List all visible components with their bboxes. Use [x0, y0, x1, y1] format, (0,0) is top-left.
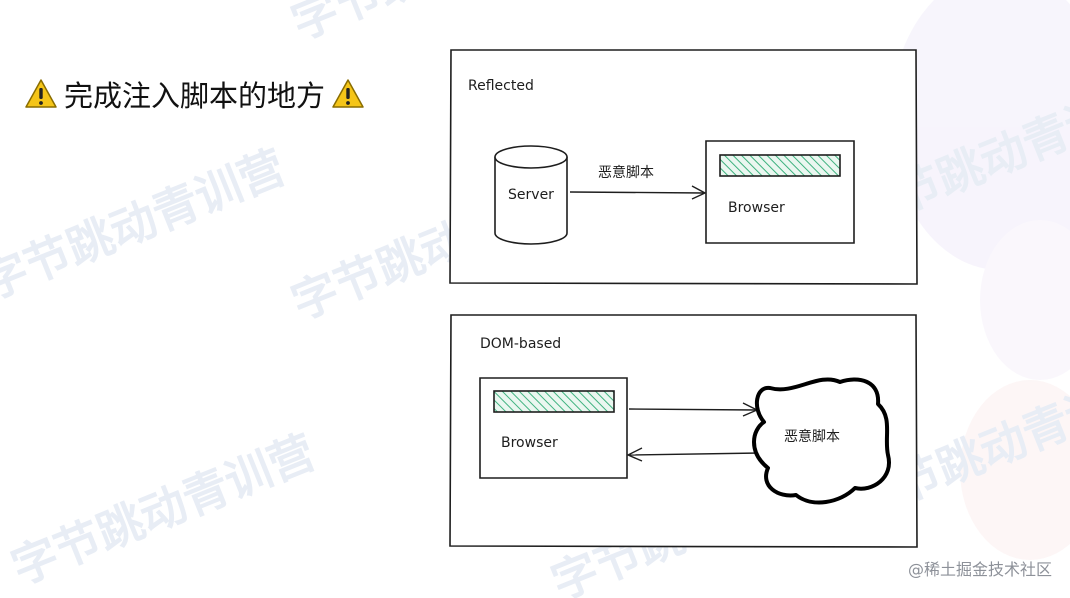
warning-icon	[25, 79, 57, 108]
server-label: Server	[508, 187, 554, 203]
watermark-text: 字节跳动青训营	[0, 140, 293, 311]
watermark-text: 字节跳动青训营	[284, 0, 603, 50]
dom-browser-label: Browser	[501, 435, 558, 451]
slide-title: 完成注入脚本的地方	[24, 74, 365, 114]
source-credit: @稀土掘金技术社区	[907, 560, 1052, 579]
reflected-panel: Reflected Server 恶意脚本 Browser	[449, 49, 918, 285]
dom-based-panel: DOM-based Browser 恶意脚本	[449, 314, 918, 548]
dom-browser: Browser	[479, 377, 628, 479]
reflected-arrow: 恶意脚本	[569, 164, 707, 200]
watermark-text: 字节跳动青训营	[4, 425, 323, 596]
title-text: 完成注入脚本的地方	[64, 79, 326, 113]
cloud-label: 恶意脚本	[784, 428, 840, 445]
reflected-arrow-label: 恶意脚本	[598, 164, 654, 181]
background-decoration	[890, 0, 1070, 560]
dom-based-label: DOM-based	[480, 336, 561, 352]
address-bar	[493, 390, 615, 413]
reflected-browser: Browser	[705, 140, 855, 244]
malicious-script-cloud: 恶意脚本	[752, 377, 891, 505]
dom-arrow-to-browser	[626, 447, 761, 462]
server-cylinder: Server	[494, 145, 568, 245]
reflected-label: Reflected	[468, 78, 534, 94]
address-bar	[719, 154, 841, 177]
warning-icon	[332, 79, 364, 108]
reflected-browser-label: Browser	[728, 200, 785, 216]
